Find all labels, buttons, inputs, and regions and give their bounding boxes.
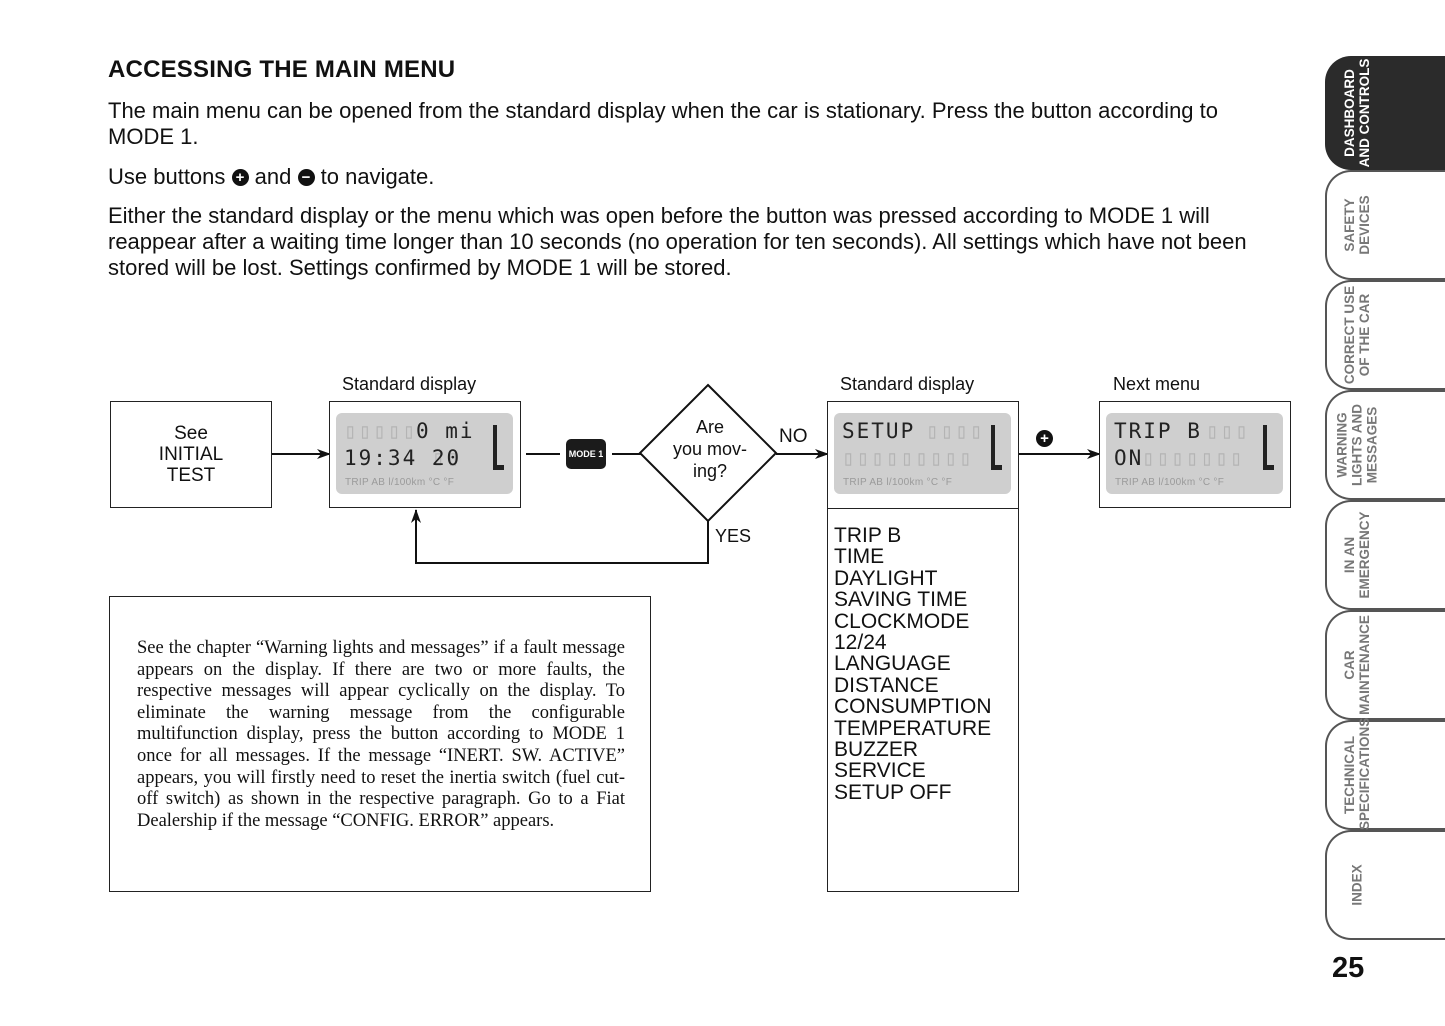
menu-item-trip-b: TRIP B (834, 524, 902, 547)
menu-item-time: TIME (834, 545, 885, 569)
menu-item-daylight: DAYLIGHT (834, 566, 938, 590)
lcd-ghost-segments: ▯▯▯▯▯▯▯▯▯ (842, 446, 974, 470)
menu-item-12-24: 12/24 (834, 631, 887, 655)
divider (828, 508, 1018, 509)
display1-row2: 19:34 20 (344, 446, 462, 470)
tab-safety-devices[interactable]: SAFETY DEVICES (1325, 170, 1445, 280)
plus-button-icon: + (231, 169, 249, 186)
lcd-level-base (991, 465, 1002, 470)
display1-row1: 0 mi (416, 419, 475, 443)
nav-text-before: Use buttons (108, 164, 226, 189)
tab-dashboard-and-controls[interactable]: DASHBOARD AND CONTROLS (1325, 56, 1445, 170)
tab-index[interactable]: INDEX (1325, 830, 1445, 940)
lcd-ghost-segments: ▯▯▯▯▯ (344, 419, 418, 443)
display3-legend: TRIP AB l/100km °C °F (1115, 477, 1225, 488)
mode1-button-icon: MODE 1 (566, 439, 606, 469)
lcd-level-bar (493, 425, 497, 469)
nav-text-and: and (254, 164, 292, 189)
menu-item-distance: DISTANCE (834, 673, 939, 697)
display1-caption: Standard display (342, 374, 477, 394)
menu-item-language: LANGUAGE (834, 652, 951, 676)
menu-item-setup-off: SETUP OFF (834, 780, 952, 804)
diagram-connectors (272, 383, 1101, 564)
yes-label: YES (715, 526, 752, 546)
menu-item-service: SERVICE (834, 759, 926, 783)
menu-item-temperature: TEMPERATURE (834, 716, 992, 740)
decision-label: Are you mov- ing? (672, 417, 748, 481)
lcd-level-base (1263, 465, 1274, 470)
display3-row1: TRIP B (1114, 419, 1202, 443)
lcd-level-bar (1263, 425, 1267, 469)
note-box (109, 596, 651, 892)
menu-item-saving-time: SAVING TIME (834, 588, 968, 612)
lcd-ghost-segments: ▯▯▯▯▯▯▯ (1142, 446, 1245, 470)
plus-button-icon: + (1036, 430, 1053, 447)
menu-item-buzzer: BUZZER (834, 738, 918, 762)
display1-legend: TRIP AB l/100km °C °F (345, 477, 455, 488)
setup-menu-frame: ▯▯▯▯ SETUP ▯▯▯▯▯▯▯▯▯ TRIP AB l/100km °C … (827, 401, 1019, 892)
lcd-level-bar (991, 425, 995, 469)
tab-correct-use[interactable]: CORRECT USE OF THE CAR (1325, 280, 1445, 390)
minus-button-icon: − (297, 169, 315, 186)
display1-frame: ▯▯▯▯▯ 0 mi ▯▯ 19:34 20 TRIP AB l/100km °… (329, 401, 521, 508)
tab-label: CORRECT USE OF THE CAR (1342, 285, 1372, 385)
menu-item-clockmode: CLOCKMODE (834, 609, 970, 633)
tab-in-an-emergency[interactable]: IN AN EMERGENCY (1325, 500, 1445, 610)
display3-lcd: ▯▯▯ TRIP B ▯▯▯▯▯▯▯ ON TRIP AB l/100km °C… (1106, 413, 1283, 494)
tab-car-maintenance[interactable]: CAR MAINTENANCE (1325, 610, 1445, 720)
tab-label: WARNING LIGHTS AND MESSAGES (1334, 404, 1380, 486)
tab-label: INDEX (1349, 864, 1365, 906)
setup-menu-list: TRIP B TIME DAYLIGHT SAVING TIME CLOCKMO… (834, 524, 992, 804)
navigation-paragraph: Use buttons + and − to navigate. (108, 164, 1278, 190)
display1-lcd: ▯▯▯▯▯ 0 mi ▯▯ 19:34 20 TRIP AB l/100km °… (336, 413, 513, 494)
tab-label: TECHNICAL SPECIFICATIONS (1342, 717, 1372, 830)
display2-caption: Standard display (840, 374, 975, 394)
tab-label: DASHBOARD AND CONTROLS (1342, 58, 1372, 168)
menu-item-consumption: CONSUMPTION (834, 695, 992, 719)
lcd-ghost-segments: ▯▯▯▯ (926, 419, 985, 443)
tab-label: CAR MAINTENANCE (1342, 615, 1372, 715)
intro-paragraph: The main menu can be opened from the sta… (108, 98, 1219, 149)
lcd-level-base (493, 465, 504, 470)
no-label: NO (779, 426, 808, 447)
timeout-paragraph: Either the standard display or the menu … (108, 203, 1247, 280)
arrow-yes-loop (411, 509, 709, 564)
page-heading: ACCESSING THE MAIN MENU (108, 56, 456, 83)
display2-lcd: ▯▯▯▯ SETUP ▯▯▯▯▯▯▯▯▯ TRIP AB l/100km °C … (834, 413, 1011, 494)
display2-row1: SETUP (842, 419, 916, 443)
display3-frame: ▯▯▯ TRIP B ▯▯▯▯▯▯▯ ON TRIP AB l/100km °C… (1099, 401, 1291, 508)
lcd-ghost-segments: ▯▯ (432, 446, 462, 470)
initial-test-label: See INITIAL TEST (158, 423, 224, 486)
page-number: 25 (1332, 952, 1365, 984)
initial-test-box: See INITIAL TEST (110, 401, 272, 508)
tab-label: IN AN EMERGENCY (1342, 511, 1372, 599)
tab-technical-specifications[interactable]: TECHNICAL SPECIFICATIONS (1325, 717, 1445, 830)
display2-legend: TRIP AB l/100km °C °F (843, 477, 953, 488)
nav-text-after: to navigate. (320, 164, 435, 189)
tab-label: SAFETY DEVICES (1342, 195, 1372, 255)
note-text: See the chapter “Warning lights and mess… (137, 638, 625, 831)
tab-warning-lights[interactable]: WARNING LIGHTS AND MESSAGES (1325, 390, 1445, 500)
lcd-ghost-segments: ▯▯▯ (1206, 419, 1250, 443)
display3-caption: Next menu (1113, 374, 1201, 394)
display3-row2: ON (1114, 446, 1144, 470)
